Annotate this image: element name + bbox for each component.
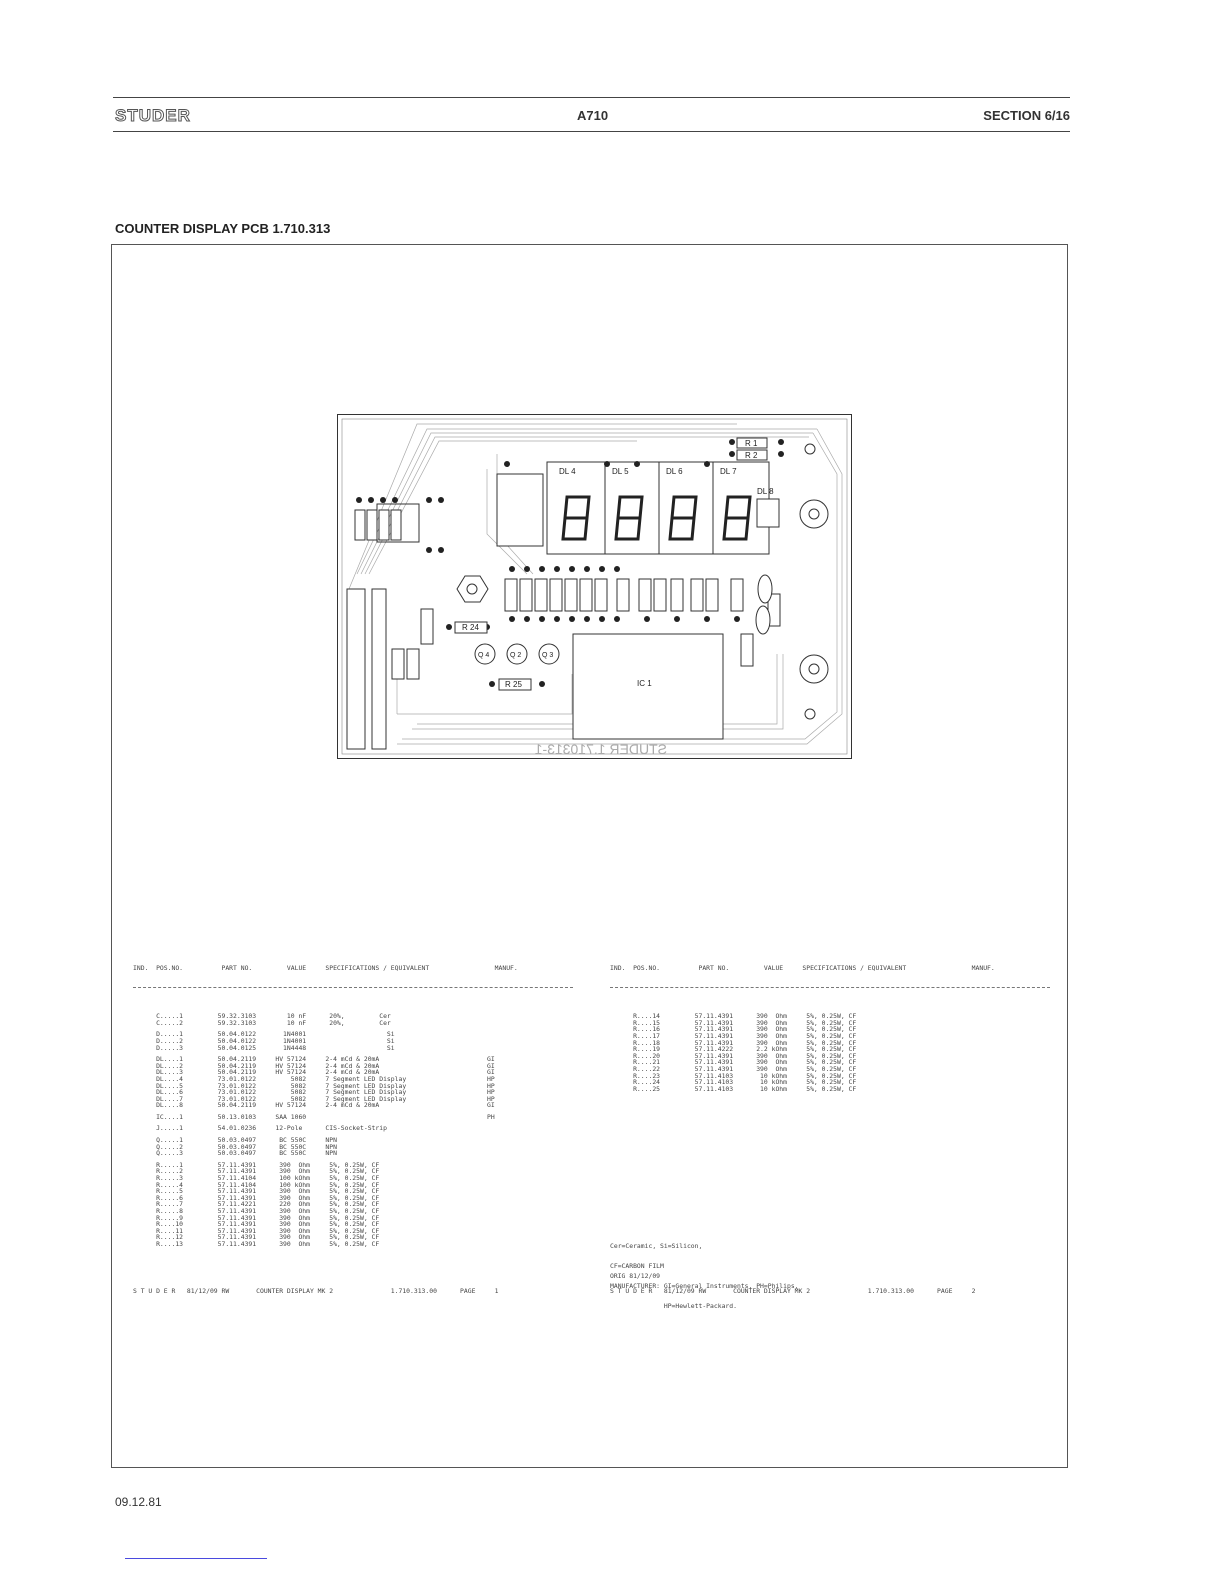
model-name: A710 — [577, 108, 609, 123]
table-row: R.....9 57.11.4391 390 Ohm 5%, 0.25W, CF — [133, 1213, 380, 1222]
parts-list-body: C.....1 59.32.3103 10 nF 20%, Cer C.....… — [133, 1013, 573, 1247]
header-divider — [610, 986, 1050, 988]
table-row: R.....2 57.11.4391 390 Ohm 5%, 0.25W, CF — [133, 1167, 380, 1176]
svg-text:DL 6: DL 6 — [666, 467, 683, 476]
table-row: DL....5 73.01.0122 5082 7 Segment LED Di… — [133, 1081, 495, 1090]
parts-list-page-1: IND. POS.NO. PART NO. VALUE SPECIFICATIO… — [133, 952, 573, 1254]
table-row: DL....3 50.04.2119 HV 57124 2-4 mCd & 20… — [133, 1068, 495, 1077]
table-row: DL....7 73.01.0122 5082 7 Segment LED Di… — [133, 1094, 495, 1103]
page-1-footer: S T U D E R 81/12/09 RW COUNTER DISPLAY … — [133, 1287, 499, 1295]
table-row: R....10 57.11.4391 390 Ohm 5%, 0.25W, CF — [133, 1220, 380, 1229]
table-row: D.....3 50.04.0125 1N4448 Si — [133, 1043, 395, 1052]
orig-date: ORIG 81/12/09 — [610, 1272, 661, 1280]
table-row: J.....1 54.01.0236 12-Pole CIS-Socket-St… — [133, 1124, 387, 1133]
note-line: HP=Hewlett-Packard. — [610, 1301, 737, 1310]
table-row: R....24 57.11.4103 10 kOhm 5%, 0.25W, CF — [610, 1078, 857, 1087]
table-header: IND. POS.NO. PART NO. VALUE SPECIFICATIO… — [133, 964, 518, 973]
table-row: R.....3 57.11.4104 100 kOhm 5%, 0.25W, C… — [133, 1174, 380, 1183]
brand-logo: STUDER — [115, 106, 191, 126]
table-header: IND. POS.NO. PART NO. VALUE SPECIFICATIO… — [610, 964, 995, 973]
table-row: R....16 57.11.4391 390 Ohm 5%, 0.25W, CF — [610, 1025, 857, 1034]
page-2-footer: S T U D E R 81/12/09 RW COUNTER DISPLAY … — [610, 1287, 976, 1295]
table-row: DL....6 73.01.0122 5082 7 Segment LED Di… — [133, 1088, 495, 1097]
table-row: R....15 57.11.4391 390 Ohm 5%, 0.25W, CF — [610, 1018, 857, 1027]
svg-text:R 25: R 25 — [505, 680, 522, 689]
table-row: R....23 57.11.4103 10 kOhm 5%, 0.25W, CF — [610, 1071, 857, 1080]
document-date: 09.12.81 — [115, 1495, 162, 1509]
table-row: R....20 57.11.4391 390 Ohm 5%, 0.25W, CF — [610, 1051, 857, 1060]
svg-text:R 24: R 24 — [462, 623, 479, 632]
svg-text:R 1: R 1 — [745, 439, 758, 448]
svg-text:DL 5: DL 5 — [612, 467, 629, 476]
svg-text:Q 3: Q 3 — [542, 652, 553, 659]
table-row: Q.....2 50.03.0497 BC 550C NPN — [133, 1142, 337, 1151]
svg-text:DL 7: DL 7 — [720, 467, 737, 476]
parts-list-page-2: IND. POS.NO. PART NO. VALUE SPECIFICATIO… — [610, 952, 1050, 1099]
table-row: DL....1 50.04.2119 HV 57124 2-4 mCd & 20… — [133, 1055, 495, 1064]
table-row: R....18 57.11.4391 390 Ohm 5%, 0.25W, CF — [610, 1038, 857, 1047]
table-row: R....11 57.11.4391 390 Ohm 5%, 0.25W, CF — [133, 1226, 380, 1235]
table-row: R.....7 57.11.4221 220 Ohm 5%, 0.25W, CF — [133, 1200, 380, 1209]
table-row: C.....2 59.32.3103 10 nF 20%, Cer — [133, 1018, 391, 1027]
note-line: Cer=Ceramic, Si=Silicon, — [610, 1242, 703, 1251]
header-bottom-rule — [113, 131, 1070, 132]
table-row: IC....1 50.13.0103 SAA 1060 PH — [133, 1112, 495, 1121]
table-row: DL....2 50.04.2119 HV 57124 2-4 mCd & 20… — [133, 1061, 495, 1070]
table-row: R....13 57.11.4391 390 Ohm 5%, 0.25W, CF — [133, 1239, 380, 1248]
svg-text:DL 4: DL 4 — [559, 467, 576, 476]
table-row: R.....6 57.11.4391 390 Ohm 5%, 0.25W, CF — [133, 1193, 380, 1202]
svg-text:STUDER 1.710313-1: STUDER 1.710313-1 — [534, 741, 667, 757]
table-row: R.....8 57.11.4391 390 Ohm 5%, 0.25W, CF — [133, 1207, 380, 1215]
table-row: R....12 57.11.4391 390 Ohm 5%, 0.25W, CF — [133, 1233, 380, 1242]
pcb-layout-drawing: R 1 R 2 DL 4 DL 5 DL 6 DL 7 DL 8 R 24 R 25 IC 1… — [337, 414, 852, 759]
note-line: CF=CARBON FILM — [610, 1261, 664, 1270]
table-row: R....22 57.11.4391 390 Ohm 5%, 0.25W, CF — [610, 1064, 857, 1073]
svg-text:Q 2: Q 2 — [510, 652, 521, 659]
footer-rule — [125, 1558, 267, 1559]
table-row: R.....5 57.11.4391 390 Ohm 5%, 0.25W, CF — [133, 1187, 380, 1196]
table-row: Q.....3 50.03.0497 BC 550C NPN — [133, 1149, 337, 1158]
svg-text:Q 4: Q 4 — [478, 652, 489, 659]
note-line: MANUFACTURER: GI=General Instruments, PH… — [610, 1281, 799, 1290]
page-title: COUNTER DISPLAY PCB 1.710.313 — [115, 221, 331, 236]
header-top-rule — [113, 97, 1070, 98]
svg-text:DL 8: DL 8 — [757, 487, 774, 496]
table-row: D.....1 50.04.0122 1N4001 Si — [133, 1030, 395, 1039]
header-divider — [133, 986, 573, 988]
table-row: DL....8 50.04.2119 HV 57124 2-4 mCd & 20… — [133, 1101, 495, 1110]
parts-list-body: R....14 57.11.4391 390 Ohm 5%, 0.25W, CF… — [610, 1013, 1050, 1092]
table-row: D.....2 50.04.0122 1N4001 Si — [133, 1036, 395, 1045]
table-row: R.....1 57.11.4391 390 Ohm 5%, 0.25W, CF — [133, 1160, 380, 1169]
svg-text:R 2: R 2 — [745, 451, 758, 460]
abbreviation-notes: Cer=Ceramic, Si=Silicon, CF=CARBON FILM … — [610, 1230, 799, 1316]
svg-text:IC 1: IC 1 — [637, 679, 652, 688]
section-number: SECTION 6/16 — [983, 108, 1070, 123]
figure-frame — [111, 244, 1068, 1468]
table-row: R....17 57.11.4391 390 Ohm 5%, 0.25W, CF — [610, 1031, 857, 1040]
table-row: R.....4 57.11.4104 100 kOhm 5%, 0.25W, C… — [133, 1180, 380, 1189]
table-row: Q.....1 50.03.0497 BC 550C NPN — [133, 1136, 337, 1145]
table-row: R....21 57.11.4391 390 Ohm 5%, 0.25W, CF — [610, 1058, 857, 1067]
table-row: R....19 57.11.4222 2.2 kOhm 5%, 0.25W, C… — [610, 1045, 857, 1054]
table-row: DL....4 73.01.0122 5082 7 Segment LED Di… — [133, 1074, 495, 1083]
table-row: R....14 57.11.4391 390 Ohm 5%, 0.25W, CF — [610, 1012, 857, 1021]
table-row: C.....1 59.32.3103 10 nF 20%, Cer — [133, 1012, 391, 1021]
table-row: R....25 57.11.4103 10 kOhm 5%, 0.25W, CF — [610, 1084, 857, 1093]
